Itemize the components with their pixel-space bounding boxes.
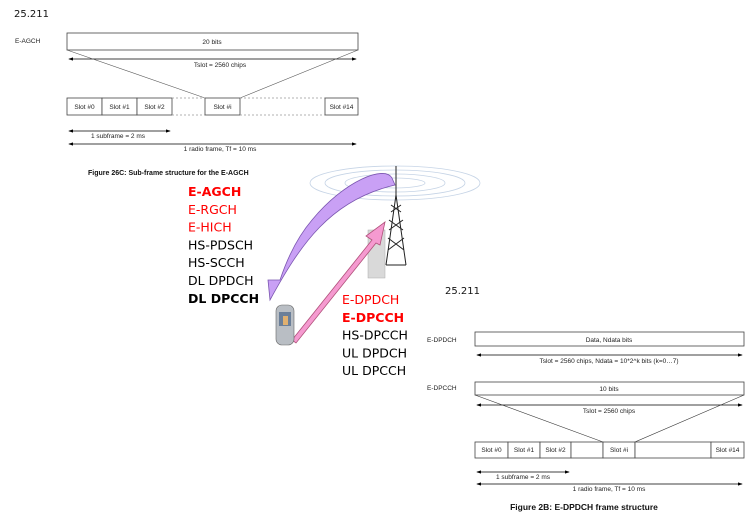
e-agch-bits-label: 20 bits (202, 39, 222, 46)
channel-name: E-DPCCH (342, 310, 404, 325)
uplink-arrow (291, 221, 386, 344)
downlink-arrow (267, 173, 396, 302)
e-dpcch-bits-label: 10 bits (599, 386, 619, 393)
right-spec-number: 25.211 (445, 286, 480, 297)
channel-name: UL DPCCH (342, 363, 406, 378)
channel-name: E-AGCH (188, 184, 241, 199)
mobile-phone-icon (275, 304, 295, 346)
slot-label: Slot #1 (514, 447, 535, 454)
slot-i (204, 97, 241, 116)
channel-name: E-RGCH (188, 202, 237, 217)
slot-gap (634, 441, 712, 459)
e-agch-bits-box (66, 32, 359, 51)
channel-name: E-HICH (188, 220, 232, 235)
network-illustration (267, 165, 481, 346)
left-figure: 25.211 E-AGCH 20 bits Tslot = 2560 chips… (14, 9, 359, 177)
subframe-label: 1 subframe = 2 ms (496, 474, 551, 481)
radio-frame-label: 1 radio frame, Tf = 10 ms (184, 146, 257, 153)
slot-14 (324, 97, 359, 116)
e-dpdch-data-box (474, 331, 745, 347)
slot-gap (570, 441, 604, 459)
subframe-label: 1 subframe = 2 ms (91, 133, 146, 140)
e-dpcch-tslot-label: Tslot = 2560 chips (583, 408, 636, 415)
channel-name: HS-PDSCH (188, 237, 253, 252)
cell-tower-icon (385, 166, 407, 266)
right-figure: 25.211 E-DPDCH Data, Ndata bits Tslot = … (427, 286, 745, 512)
slot-14 (710, 441, 745, 459)
expand-line-left (66, 49, 206, 99)
slot-label: Slot #14 (716, 447, 740, 454)
channel-name: DL DPDCH (188, 273, 253, 288)
left-spec-number: 25.211 (14, 9, 49, 20)
slot-label: Slot #2 (144, 104, 165, 111)
slot-label: Slot #14 (330, 104, 354, 111)
expand-line-right (239, 49, 359, 99)
radio-frame-label: 1 radio frame, Tf = 10 ms (573, 486, 646, 493)
channel-name: E-DPDCH (342, 292, 399, 307)
uplink-channel-list: E-DPDCH E-DPCCH HS-DPCCH UL DPDCH UL DPCCH (342, 292, 408, 378)
slot-label: Slot #2 (545, 447, 566, 454)
e-dpdch-tslot-label: Tslot = 2560 chips, Ndata = 10*2^k bits … (539, 358, 678, 365)
e-dpcch-label: E-DPCCH (427, 385, 457, 392)
channel-name: HS-DPCCH (342, 328, 408, 343)
slot-label: Slot #0 (481, 447, 502, 454)
right-caption: Figure 2B: E-DPDCH frame structure (510, 502, 658, 512)
left-channel-label: E-AGCH (15, 38, 41, 45)
slot-label: Slot #1 (109, 104, 130, 111)
tslot-label: Tslot = 2560 chips (194, 62, 247, 69)
channel-name: DL DPCCH (188, 291, 259, 306)
channel-name: UL DPDCH (342, 345, 407, 360)
left-caption: Figure 26C: Sub-frame structure for the … (88, 170, 249, 177)
slot-2 (136, 97, 173, 116)
channel-name: HS-SCCH (188, 255, 245, 270)
e-dpdch-data-label: Data, Ndata bits (586, 337, 633, 344)
e-dpdch-label: E-DPDCH (427, 337, 457, 344)
slot-label: Slot #i (213, 104, 231, 111)
slot-label: Slot #i (610, 447, 628, 454)
downlink-channel-list: E-AGCH E-RGCH E-HICH HS-PDSCH HS-SCCH DL DPDC… (188, 184, 259, 306)
slot-label: Slot #0 (74, 104, 95, 111)
radio-waves (309, 165, 481, 201)
e-dpcch-bits-box (474, 381, 745, 396)
